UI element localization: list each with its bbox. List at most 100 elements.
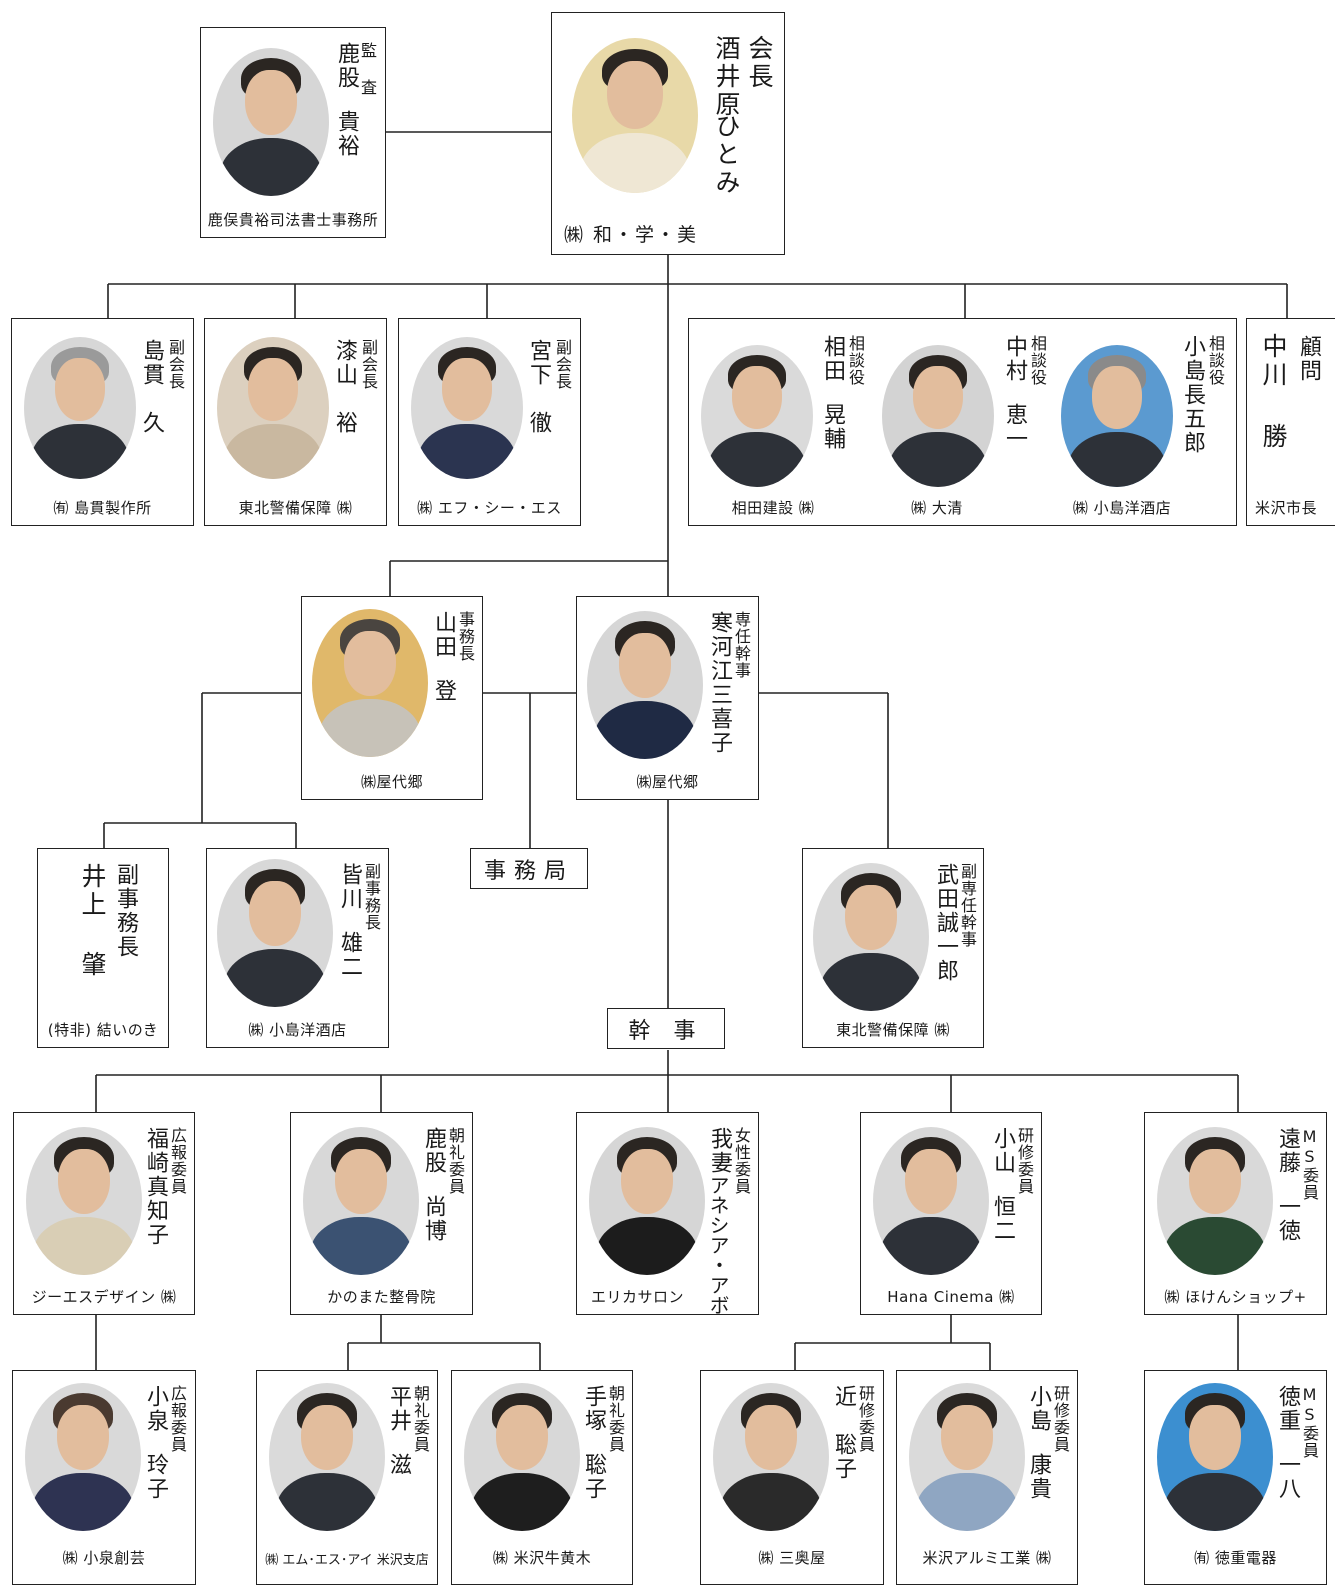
member-name-1: 皆川 — [337, 863, 362, 911]
member-org: エリカサロン — [591, 1288, 685, 1306]
secretary-general-card: 事務長 山田 登 ㈱屋代郷 — [301, 596, 483, 800]
member-photo — [701, 345, 813, 487]
member-name-2: 登 — [431, 679, 456, 703]
member-org: 米沢アルミ工業 ㈱ — [922, 1549, 1052, 1567]
auditor-org: 鹿俣貴裕司法書士事務所 — [207, 211, 379, 229]
member-role: 朝礼委員 — [446, 1127, 465, 1195]
member-org: ㈲ 島貫製作所 — [53, 499, 152, 517]
member-photo — [873, 1127, 989, 1275]
chairman-photo — [572, 38, 698, 193]
member-photo — [1157, 1383, 1273, 1531]
member-role: 女性委員 — [732, 1127, 751, 1195]
member-org: 東北警備保障 ㈱ — [836, 1021, 950, 1039]
committee-card: 女性委員 我妻 アネシア・アボ エリカサロン — [576, 1112, 759, 1315]
advisor-role: 顧問 — [1296, 335, 1321, 383]
member-org: ㈲ 徳重電器 — [1194, 1549, 1277, 1567]
deputy-secretary-card: 副事務長 皆川 雄二 ㈱ 小島洋酒店 — [206, 848, 389, 1048]
auditor-photo — [213, 48, 329, 196]
member-name-1: 小島 — [1026, 1385, 1051, 1433]
advisor-org: 米沢市長 — [1255, 499, 1318, 517]
member-photo — [217, 859, 333, 1007]
member-card: MS委員 徳重 一八 ㈲ 徳重電器 — [1144, 1370, 1327, 1585]
member-photo — [24, 337, 136, 479]
member-name-2: 滋 — [386, 1453, 411, 1477]
deputy-secretary-card: 副事務長 井上 肇 (特非) 結いのき — [37, 848, 169, 1048]
member-org: 相田建設 ㈱ — [731, 499, 815, 517]
advisor-card: 顧問 中川 勝 米沢市長 — [1246, 318, 1335, 526]
member-name-2: 徹 — [526, 411, 551, 435]
member-photo — [713, 1383, 829, 1531]
member-name-1: 鹿股 — [421, 1127, 446, 1175]
member-org: Hana Cinema ㈱ — [887, 1288, 1015, 1306]
member-name-1: 中村 — [1002, 335, 1027, 383]
member-name-2: 尚博 — [421, 1195, 446, 1243]
member-name-1: 手塚 — [581, 1385, 606, 1433]
member-photo — [26, 1127, 142, 1275]
member-name-1: 近 — [831, 1385, 856, 1409]
member-role: 副会長 — [166, 339, 185, 390]
auditor-role: 監 査 — [358, 42, 377, 96]
member-role: 副会長 — [359, 339, 378, 390]
chairman-name-2: ひとみ — [712, 113, 741, 197]
member-photo — [882, 345, 994, 487]
deputy-executive-card: 副専任幹事 武田誠一郎 東北警備保障 ㈱ — [802, 848, 984, 1048]
member-role: 朝礼委員 — [606, 1385, 625, 1453]
member-org: ジーエスデザイン ㈱ — [31, 1288, 177, 1306]
member-role: 研修委員 — [1051, 1385, 1070, 1453]
member-name-1: 遠藤 — [1275, 1127, 1300, 1175]
member-name-2: 聡子 — [831, 1433, 856, 1481]
member-name-1: 相田 — [820, 335, 845, 383]
advisor-name-2: 勝 — [1259, 423, 1288, 451]
member-name-1: 宮下 — [526, 339, 551, 387]
member-role: 朝礼委員 — [411, 1385, 430, 1453]
advisor-name-1: 中川 — [1259, 333, 1288, 389]
vice-chair-card: 副会長 漆山 裕 東北警備保障 ㈱ — [204, 318, 387, 526]
member-card: 朝礼委員 手塚 聡子 ㈱ 米沢牛黄木 — [451, 1370, 633, 1585]
member-role: 広報委員 — [168, 1385, 187, 1453]
member-photo — [411, 337, 523, 479]
member-name-1: 寒河江三喜子 — [707, 611, 732, 755]
member-role: 専任幹事 — [732, 611, 751, 679]
member-org: ㈱屋代郷 — [360, 773, 423, 791]
member-name-2: 晃輔 — [820, 403, 845, 451]
counselors-card: 相談役 相田 晃輔 相田建設 ㈱ 相談役 中村 恵一 ㈱ 大清 相談役 小島長五… — [688, 318, 1237, 526]
member-org: (特非) 結いのき — [47, 1021, 159, 1039]
member-photo — [587, 611, 703, 759]
member-name-2: 恵一 — [1002, 403, 1027, 451]
member-photo — [25, 1383, 141, 1531]
auditor-card: 監 査 鹿股 貴裕 鹿俣貴裕司法書士事務所 — [200, 27, 386, 238]
member-org: ㈱ エフ・シー・エス — [417, 499, 562, 517]
member-role: MS委員 — [1300, 1127, 1319, 1201]
member-photo — [312, 609, 428, 757]
committee-card: 研修委員 小山 恒二 Hana Cinema ㈱ — [860, 1112, 1042, 1315]
committee-card: 広報委員 福崎真知子 ジーエスデザイン ㈱ — [13, 1112, 195, 1315]
vice-chair-card: 副会長 宮下 徹 ㈱ エフ・シー・エス — [398, 318, 581, 526]
member-name-2: 雄二 — [337, 931, 362, 979]
secretariat-label: 事務局 — [470, 848, 588, 889]
member-card: 研修委員 近 聡子 ㈱ 三奥屋 — [700, 1370, 884, 1585]
member-card: 研修委員 小島 康貴 米沢アルミ工業 ㈱ — [896, 1370, 1078, 1585]
member-name-1: 徳重 — [1275, 1385, 1300, 1433]
member-name-1: 我妻 — [707, 1127, 732, 1175]
member-org: ㈱屋代郷 — [636, 773, 699, 791]
member-name-1: 山田 — [431, 611, 456, 659]
member-role: 相談役 — [846, 335, 865, 386]
member-role: 副専任幹事 — [958, 863, 977, 948]
member-name-2: 一八 — [1275, 1453, 1300, 1501]
member-name-2: 康貴 — [1026, 1453, 1051, 1501]
member-name-1: 福崎真知子 — [143, 1127, 168, 1247]
member-photo — [909, 1383, 1025, 1531]
member-org: ㈱ 小島洋酒店 — [248, 1021, 347, 1039]
member-photo — [303, 1127, 419, 1275]
member-role: 相談役 — [1028, 335, 1047, 386]
member-photo — [464, 1383, 580, 1531]
member-role: 研修委員 — [1015, 1127, 1034, 1195]
member-org: 東北警備保障 ㈱ — [238, 499, 353, 517]
auditor-name-1: 鹿股 — [334, 42, 359, 90]
member-name-1: 漆山 — [332, 339, 357, 387]
committee-card: 朝礼委員 鹿股 尚博 かのまた整骨院 — [290, 1112, 473, 1315]
chairman-card: 会長 酒井原 ひとみ ㈱ 和・学・美 — [551, 12, 785, 255]
member-photo — [813, 863, 929, 1011]
member-card: 広報委員 小泉 玲子 ㈱ 小泉創芸 — [12, 1370, 196, 1585]
